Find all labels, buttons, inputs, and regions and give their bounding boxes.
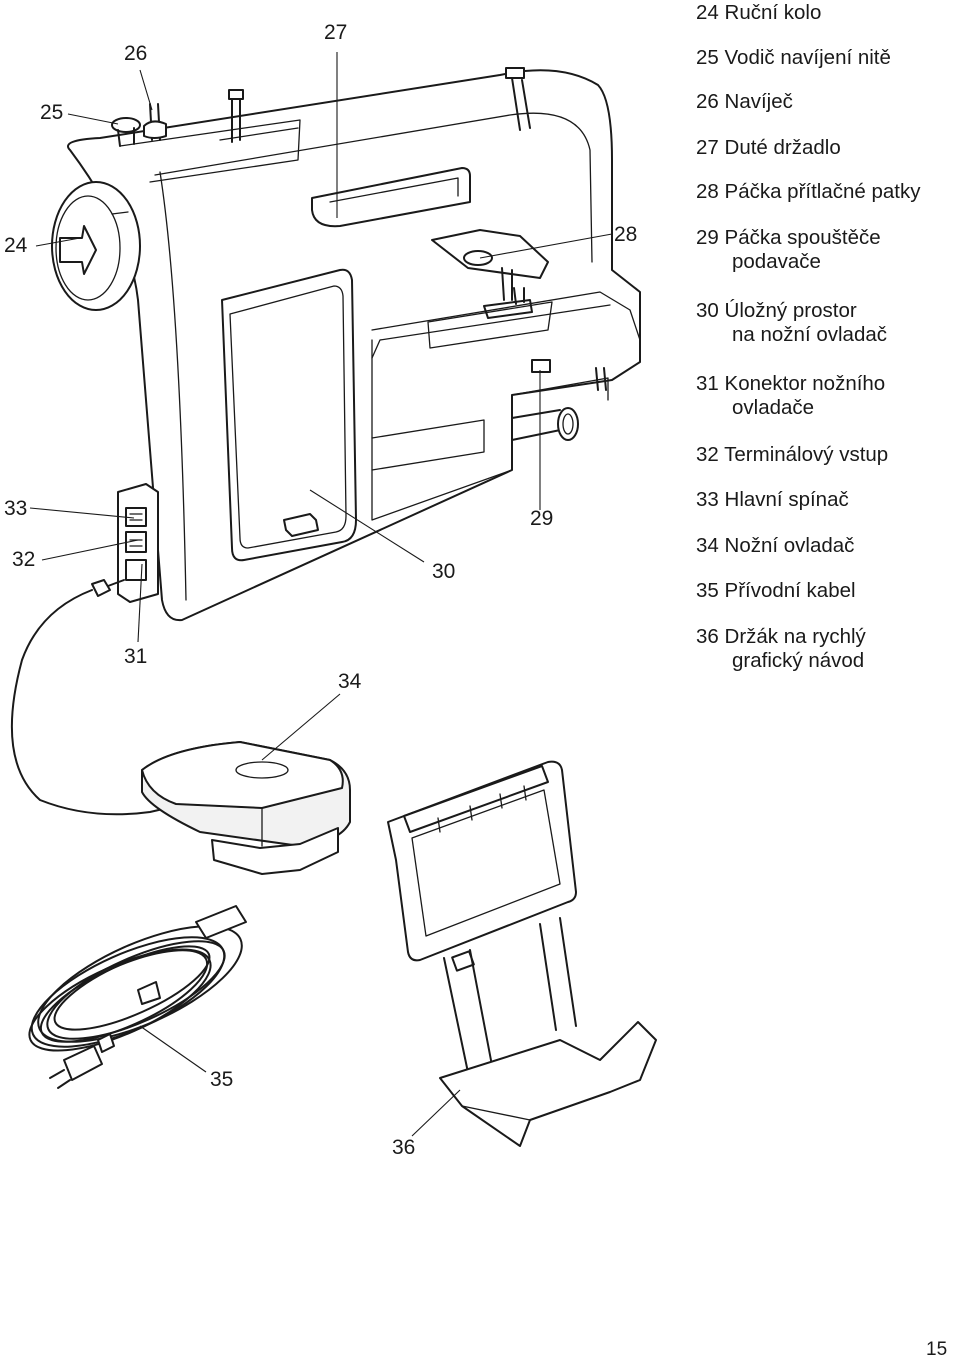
legend-number: 36 <box>696 625 719 648</box>
legend-label: Terminálový vstup <box>724 443 889 466</box>
legend-label: Nožní ovladač <box>724 534 855 557</box>
callout-25: 25 <box>40 101 64 124</box>
legend-number: 26 <box>696 90 719 113</box>
foot-controller-cord <box>10 589 177 816</box>
callout-35: 35 <box>210 1068 234 1091</box>
legend-number: 25 <box>696 46 719 69</box>
legend-item: 33 Hlavní spínač <box>696 488 958 512</box>
legend-label-continued: ovladače <box>732 396 815 419</box>
legend-number: 28 <box>696 180 719 203</box>
page-number: 15 <box>926 1339 948 1360</box>
legend-label: Přívodní kabel <box>724 579 856 602</box>
legend-item: 32 Terminálový vstup <box>696 443 958 467</box>
legend-label-continued: na nožní ovladač <box>732 323 888 346</box>
callout-27: 27 <box>324 21 348 44</box>
legend-label-continued: podavače <box>732 250 821 273</box>
callout-34: 34 <box>338 670 362 693</box>
callout-32: 32 <box>12 548 36 571</box>
legend-item: 35 Přívodní kabel <box>696 579 958 603</box>
legend-item: 25 Vodič navíjení nitě <box>696 46 958 70</box>
legend-item: 26 Navíječ <box>696 90 958 114</box>
callout-29: 29 <box>530 507 554 530</box>
callout-33: 33 <box>4 497 28 520</box>
quick-guide-holder <box>387 760 657 1147</box>
callout-30: 30 <box>432 560 456 583</box>
legend-label: Ruční kolo <box>724 1 822 24</box>
legend-label: Páčka spouštěče <box>724 226 881 249</box>
legend-item: 28 Páčka přítlačné patky <box>696 180 958 204</box>
legend-number: 33 <box>696 488 719 511</box>
legend-number: 35 <box>696 579 719 602</box>
legend-number: 31 <box>696 372 719 395</box>
legend-label: Úložný prostor <box>724 299 857 322</box>
power-cord <box>28 905 247 1089</box>
legend-number: 24 <box>696 1 719 24</box>
legend-label: Hlavní spínač <box>724 488 849 511</box>
callout-31: 31 <box>124 645 148 668</box>
legend-item: 24 Ruční kolo <box>696 1 958 25</box>
callout-28: 28 <box>614 223 638 246</box>
leader-lines <box>29 52 613 1137</box>
legend-number: 34 <box>696 534 719 557</box>
callout-24: 24 <box>4 234 28 257</box>
legend-label: Držák na rychlý <box>724 625 866 648</box>
legend-number: 29 <box>696 226 719 249</box>
legend-label: Duté držadlo <box>724 136 841 159</box>
legend-number: 32 <box>696 443 719 466</box>
callout-26: 26 <box>124 42 148 65</box>
legend-number: 30 <box>696 299 719 322</box>
legend-item: 34 Nožní ovladač <box>696 534 958 558</box>
legend-number: 27 <box>696 136 719 159</box>
legend-label: Vodič navíjení nitě <box>724 46 891 69</box>
callout-36: 36 <box>392 1136 416 1159</box>
sewing-machine <box>51 67 641 622</box>
legend-label: Konektor nožního <box>724 372 886 395</box>
foot-controller <box>141 741 351 875</box>
legend-label-continued: grafický návod <box>732 649 865 672</box>
legend-label: Páčka přítlačné patky <box>724 180 921 203</box>
legend-item: 27 Duté držadlo <box>696 136 958 160</box>
legend-label: Navíječ <box>724 90 793 113</box>
